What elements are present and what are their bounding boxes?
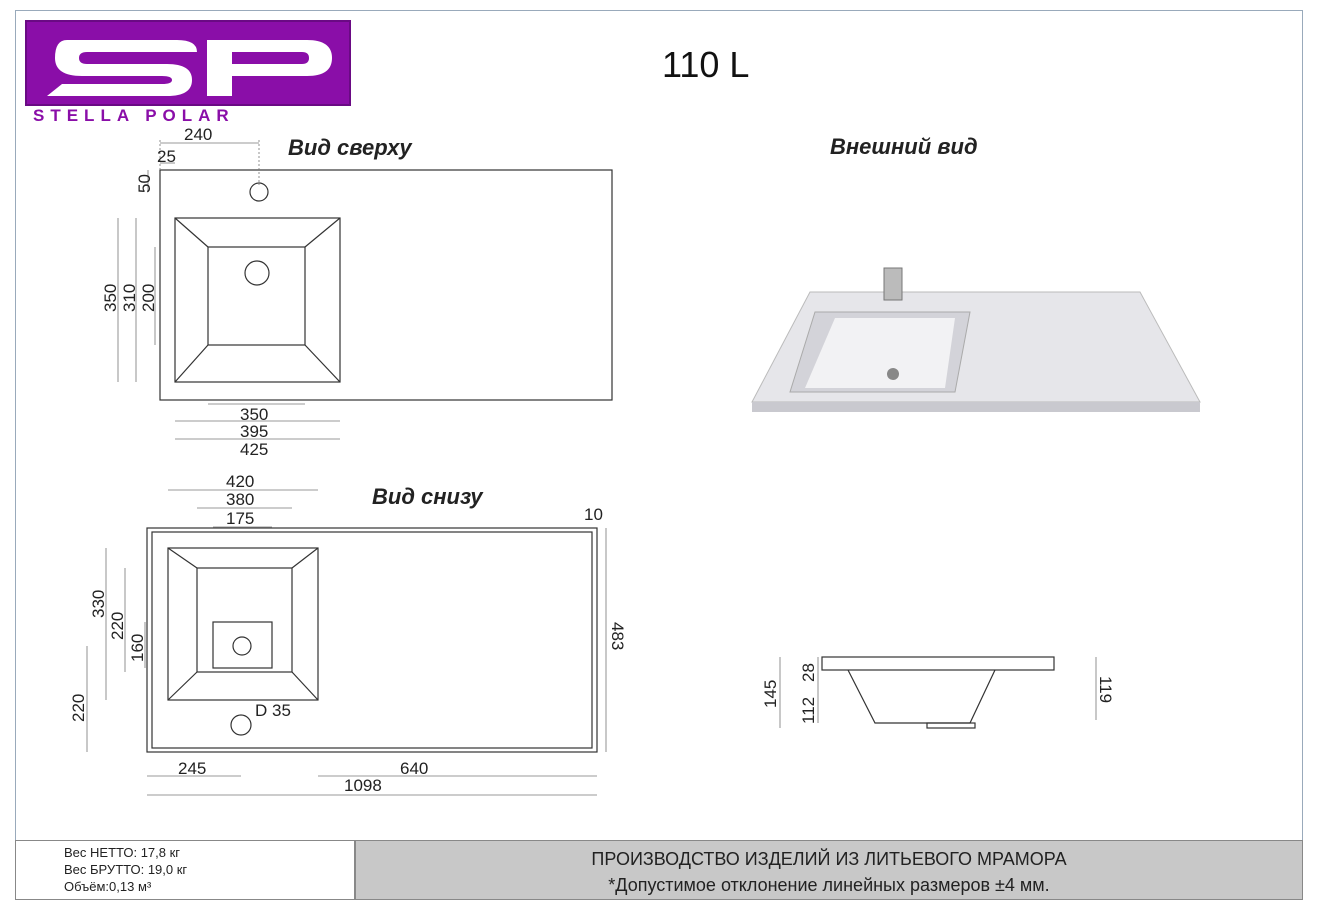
svg-text:420: 420 bbox=[226, 472, 254, 491]
bottom-view-title: Вид снизу bbox=[372, 484, 484, 509]
gross-weight: Вес БРУТТО: 19,0 кг bbox=[64, 862, 188, 877]
top-view-title: Вид сверху bbox=[288, 135, 413, 160]
exterior-view-title: Внешний вид bbox=[830, 134, 978, 159]
svg-text:220: 220 bbox=[108, 612, 127, 640]
svg-text:10: 10 bbox=[584, 505, 603, 524]
svg-text:175: 175 bbox=[226, 509, 254, 528]
side-view-slab bbox=[821, 656, 1055, 671]
net-weight: Вес НЕТТО: 17,8 кг bbox=[64, 845, 181, 860]
drain-hole bbox=[244, 260, 270, 286]
svg-text:310: 310 bbox=[120, 284, 139, 312]
svg-text:220: 220 bbox=[69, 694, 88, 722]
svg-text:119: 119 bbox=[1096, 676, 1115, 703]
top-view-dimensions: 240 25 350 395 425 50 350 310 200 bbox=[101, 125, 268, 459]
sink-render bbox=[751, 267, 1201, 412]
side-view-dimensions: 145 28 112 119 bbox=[761, 663, 1115, 724]
svg-text:483: 483 bbox=[608, 622, 627, 650]
bottom-view-outline bbox=[146, 527, 598, 753]
svg-text:395: 395 bbox=[240, 422, 268, 441]
svg-text:350: 350 bbox=[101, 284, 120, 312]
sp-logo-icon bbox=[47, 40, 332, 96]
bottom-view-dimensions: 420 380 175 10 483 330 220 160 220 D 35 … bbox=[69, 472, 627, 795]
top-basin-outer bbox=[174, 217, 341, 383]
svg-text:145: 145 bbox=[761, 680, 780, 708]
svg-text:240: 240 bbox=[184, 125, 212, 144]
volume: Объём:0,13 м³ bbox=[64, 879, 152, 894]
svg-text:28: 28 bbox=[799, 663, 818, 682]
svg-text:425: 425 bbox=[240, 440, 268, 459]
svg-text:112: 112 bbox=[799, 697, 818, 724]
svg-text:350: 350 bbox=[240, 405, 268, 424]
svg-text:D 35: D 35 bbox=[255, 701, 291, 720]
svg-text:640: 640 bbox=[400, 759, 428, 778]
faucet-hole bbox=[249, 182, 269, 202]
svg-text:160: 160 bbox=[128, 634, 147, 662]
production-note: ПРОИЗВОДСТВО ИЗДЕЛИЙ ИЗ ЛИТЬЕВОГО МРАМОР… bbox=[591, 849, 1067, 869]
top-view-outline bbox=[159, 169, 613, 401]
svg-text:245: 245 bbox=[178, 759, 206, 778]
brand-name: STELLA POLAR bbox=[33, 106, 235, 125]
svg-text:50: 50 bbox=[135, 174, 154, 193]
svg-text:330: 330 bbox=[89, 590, 108, 618]
svg-text:1098: 1098 bbox=[344, 776, 382, 795]
weight-info: Вес НЕТТО: 17,8 кг Вес БРУТТО: 19,0 кг О… bbox=[15, 840, 355, 900]
logo bbox=[25, 20, 351, 106]
svg-text:25: 25 bbox=[157, 147, 176, 166]
top-basin-inner bbox=[207, 246, 306, 346]
svg-text:200: 200 bbox=[139, 284, 158, 312]
tolerance-note: *Допустимое отклонение линейных размеров… bbox=[608, 875, 1050, 895]
footer-notes: ПРОИЗВОДСТВО ИЗДЕЛИЙ ИЗ ЛИТЬЕВОГО МРАМОР… bbox=[355, 840, 1303, 900]
svg-text:380: 380 bbox=[226, 490, 254, 509]
model-name: 110 L bbox=[662, 44, 750, 85]
